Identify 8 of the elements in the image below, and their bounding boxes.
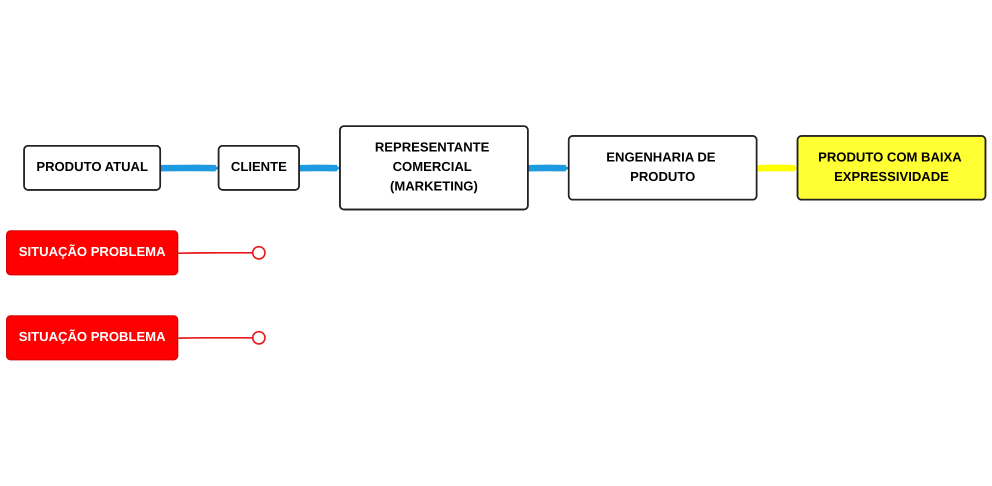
connector — [178, 336, 253, 340]
node-circle — [252, 246, 266, 260]
connector — [178, 252, 253, 254]
arrow — [528, 164, 570, 172]
arrow — [757, 164, 798, 172]
node-circle — [252, 330, 266, 345]
arrow — [160, 164, 220, 172]
arrow — [299, 164, 341, 172]
